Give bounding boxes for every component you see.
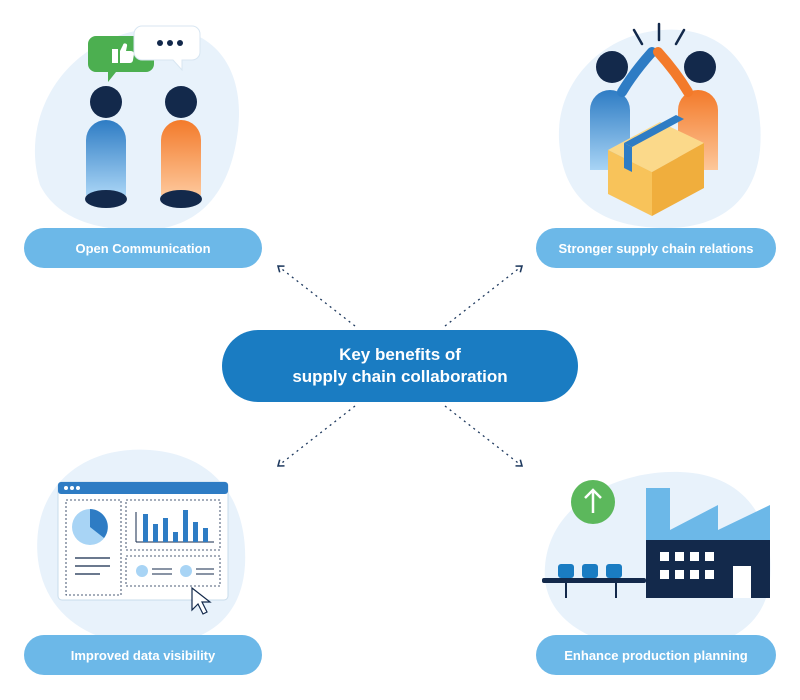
high-five-box-icon — [590, 22, 718, 216]
factory-icon — [542, 480, 770, 598]
dashboard-icon — [57, 481, 229, 615]
center-title-line-1: Key benefits of — [339, 345, 461, 364]
connector-bottom-left — [276, 405, 356, 467]
connector-bottom-right — [444, 405, 524, 467]
benefit-label-stronger-relations: Stronger supply chain relations — [536, 228, 776, 268]
benefit-label-open-communication: Open Communication — [24, 228, 262, 268]
center-title-line-2: supply chain collaboration — [292, 367, 508, 386]
benefit-label-production-planning: Enhance production planning — [536, 635, 776, 675]
center-title: Key benefits of supply chain collaborati… — [222, 330, 578, 402]
connector-top-left — [276, 265, 356, 327]
people-chat-icon — [85, 25, 202, 208]
connector-top-right — [444, 265, 524, 327]
benefit-label-data-visibility: Improved data visibility — [24, 635, 262, 675]
